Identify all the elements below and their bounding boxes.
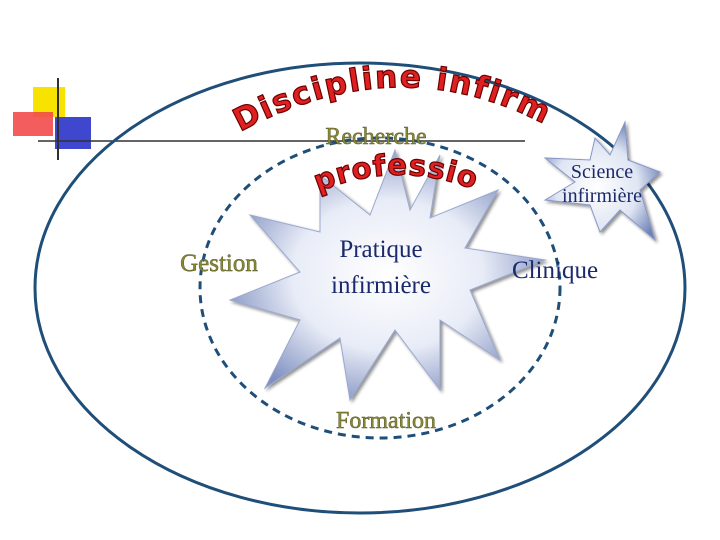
science-burst [543,120,661,242]
arc-subtitle: profession [0,0,483,198]
label-gestion: Gestion [180,250,258,277]
label-clinique: Clinique [512,257,598,284]
label-science-2: infirmière [562,185,642,207]
label-pratique-1: Pratique [339,236,422,263]
label-formation: Formation [336,408,436,434]
logo-icon [13,78,525,160]
label-recherche: Recherche [325,124,426,150]
label-science-1: Science [571,161,633,183]
practice-burst [228,148,547,402]
outer-ellipse [33,61,687,515]
label-pratique-2: infirmière [331,272,431,299]
inner-dashed-ellipse [198,136,562,440]
